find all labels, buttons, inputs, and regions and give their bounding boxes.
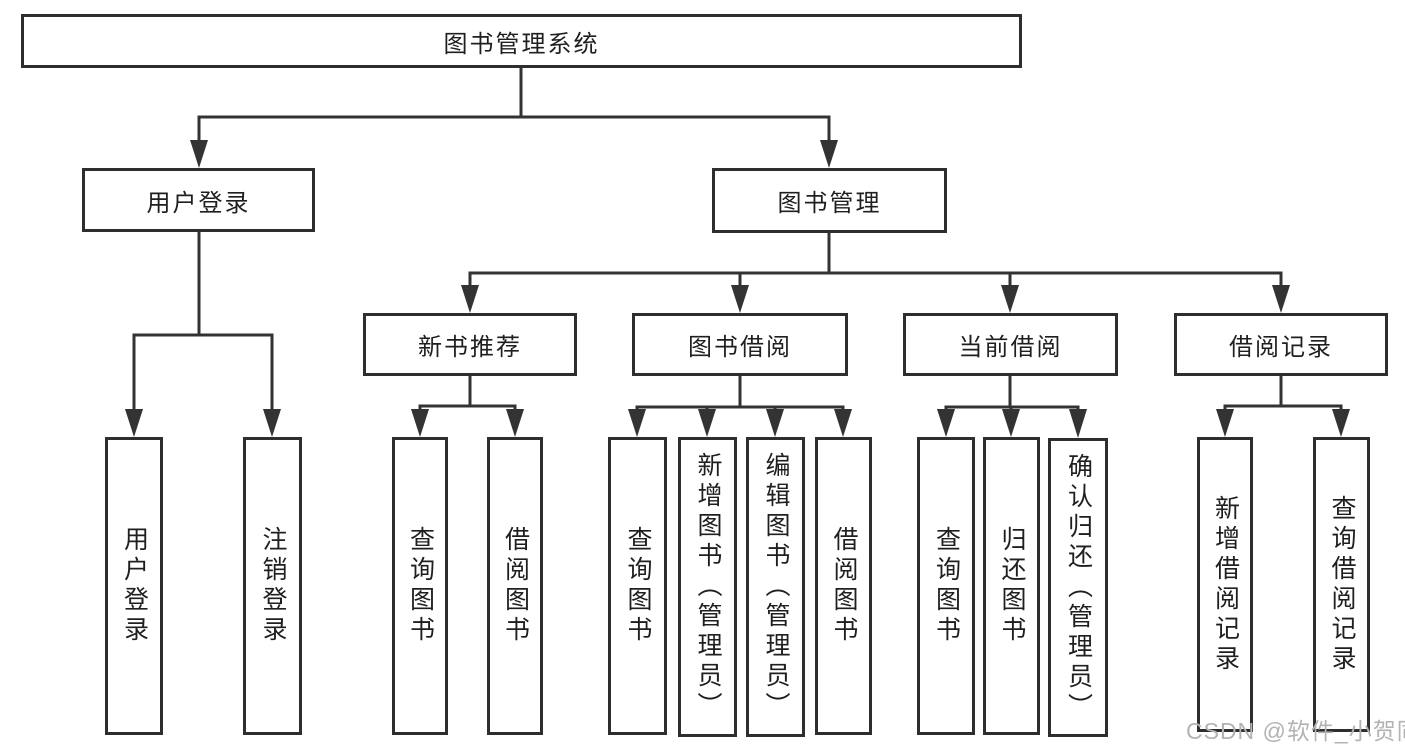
node-return-books: 归还图书 [983, 437, 1040, 735]
node-current-borrow: 当前借阅 [903, 313, 1118, 376]
node-query-borrow-record-label: 查询借阅记录 [1328, 494, 1356, 675]
node-borrow-records: 借阅记录 [1174, 313, 1388, 376]
node-book-borrow-label: 图书借阅 [688, 334, 792, 361]
node-user-login: 用户登录 [82, 168, 315, 232]
watermark: CSDN @软件_小贺同学 [1186, 718, 1405, 744]
node-add-borrow-record: 新增借阅记录 [1197, 437, 1253, 732]
node-edit-book-admin-label: 编辑图书（管理员） [762, 452, 790, 722]
node-add-book-admin: 新增图书（管理员） [678, 437, 737, 737]
node-confirm-return-admin: 确认归还（管理员） [1048, 438, 1108, 737]
node-query-books-recommend: 查询图书 [392, 437, 448, 735]
node-current-borrow-label: 当前借阅 [958, 334, 1063, 361]
node-query-books-borrow-label: 查询图书 [624, 526, 652, 646]
node-logout: 注销登录 [243, 437, 302, 735]
node-user-login-label: 用户登录 [146, 189, 251, 217]
node-logout-label: 注销登录 [259, 526, 287, 646]
node-query-books-borrow: 查询图书 [608, 437, 667, 735]
node-system-label: 图书管理系统 [443, 30, 600, 58]
node-query-books-recommend-label: 查询图书 [406, 526, 435, 646]
node-book-borrow: 图书借阅 [632, 313, 848, 376]
node-add-book-admin-label: 新增图书（管理员） [694, 452, 722, 722]
node-confirm-return-admin-label: 确认归还（管理员） [1064, 452, 1093, 723]
node-new-book-recommend-label: 新书推荐 [418, 334, 522, 361]
node-borrow-books-label: 借阅图书 [830, 526, 858, 646]
node-query-borrow-record: 查询借阅记录 [1313, 437, 1370, 732]
node-borrow-books: 借阅图书 [815, 437, 872, 735]
node-borrow-records-label: 借阅记录 [1229, 334, 1333, 361]
node-query-books-current-label: 查询图书 [932, 526, 961, 646]
node-borrow-books-recommend-label: 借阅图书 [501, 526, 530, 646]
node-new-book-recommend: 新书推荐 [363, 313, 577, 376]
node-login-label: 用户登录 [120, 526, 149, 646]
node-return-books-label: 归还图书 [998, 526, 1026, 646]
node-system: 图书管理系统 [21, 14, 1022, 68]
node-book-management: 图书管理 [712, 168, 947, 233]
node-login: 用户登录 [105, 437, 163, 735]
node-borrow-books-recommend: 借阅图书 [487, 437, 543, 735]
node-query-books-current: 查询图书 [917, 437, 975, 735]
node-add-borrow-record-label: 新增借阅记录 [1211, 494, 1240, 675]
node-book-management-label: 图书管理 [777, 190, 882, 217]
node-edit-book-admin: 编辑图书（管理员） [746, 437, 805, 737]
